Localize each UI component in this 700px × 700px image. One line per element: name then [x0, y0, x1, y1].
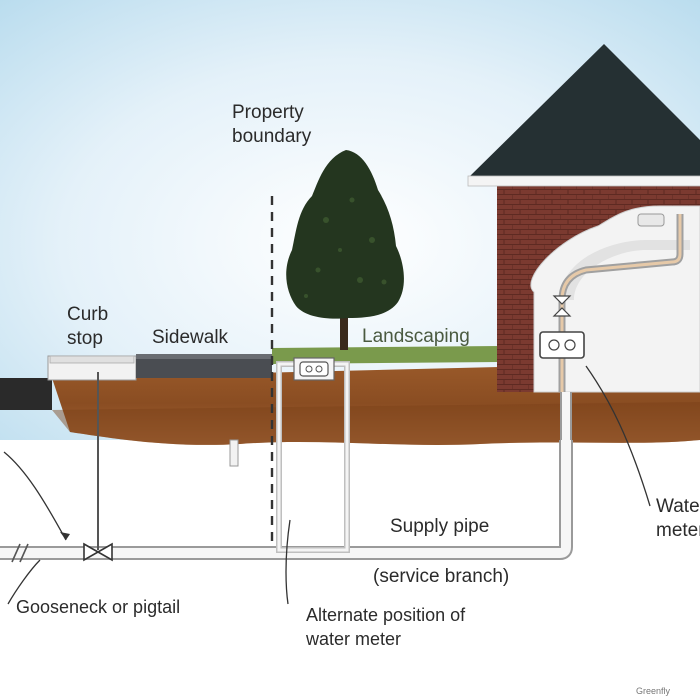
alternate-position-label-2: water meter: [306, 629, 402, 649]
leader-arrow: [60, 532, 70, 540]
soil-shadow: [52, 402, 700, 445]
curb-stop-label-2: stop: [67, 328, 103, 349]
tree-canopy: [286, 150, 404, 319]
supply-pipe: [0, 392, 573, 560]
tree-trunk: [340, 300, 348, 350]
property-boundary-label-2: boundary: [232, 126, 312, 147]
water-meter-icon: [539, 295, 585, 359]
supply-pipe-label: Supply pipe: [390, 516, 490, 537]
valve-icon: [83, 542, 113, 562]
curb-stop-label-1: Curb: [67, 304, 109, 325]
tree-icon: [286, 150, 404, 350]
drain-stub: [229, 439, 239, 467]
credit-text: Greenfly: [636, 686, 671, 696]
property-boundary-label-1: Property: [232, 102, 304, 123]
water-meter-label-1: Water: [656, 496, 700, 517]
gooseneck-label: Gooseneck or pigtail: [16, 597, 181, 617]
curb-grate: [49, 355, 135, 364]
sidewalk-label: Sidewalk: [152, 327, 229, 348]
service-branch-label: (service branch): [373, 566, 510, 587]
house-pipe: [558, 214, 684, 392]
pipe-break-marks: [11, 543, 29, 563]
alternate-position-label-1: Alternate position of: [306, 605, 466, 625]
water-meter-label-2: meter: [656, 520, 700, 541]
road: [0, 378, 52, 410]
house-roof: [468, 44, 700, 178]
basement-inner: [560, 240, 690, 300]
landscaping-label: Landscaping: [362, 326, 470, 347]
alt-meter-icon: [299, 361, 329, 377]
sidewalk-top: [136, 354, 272, 359]
basement-faucet: [637, 213, 665, 227]
house-eave: [467, 175, 700, 187]
leader-lines: [3, 365, 651, 605]
alternate-meter-box: [276, 357, 350, 553]
